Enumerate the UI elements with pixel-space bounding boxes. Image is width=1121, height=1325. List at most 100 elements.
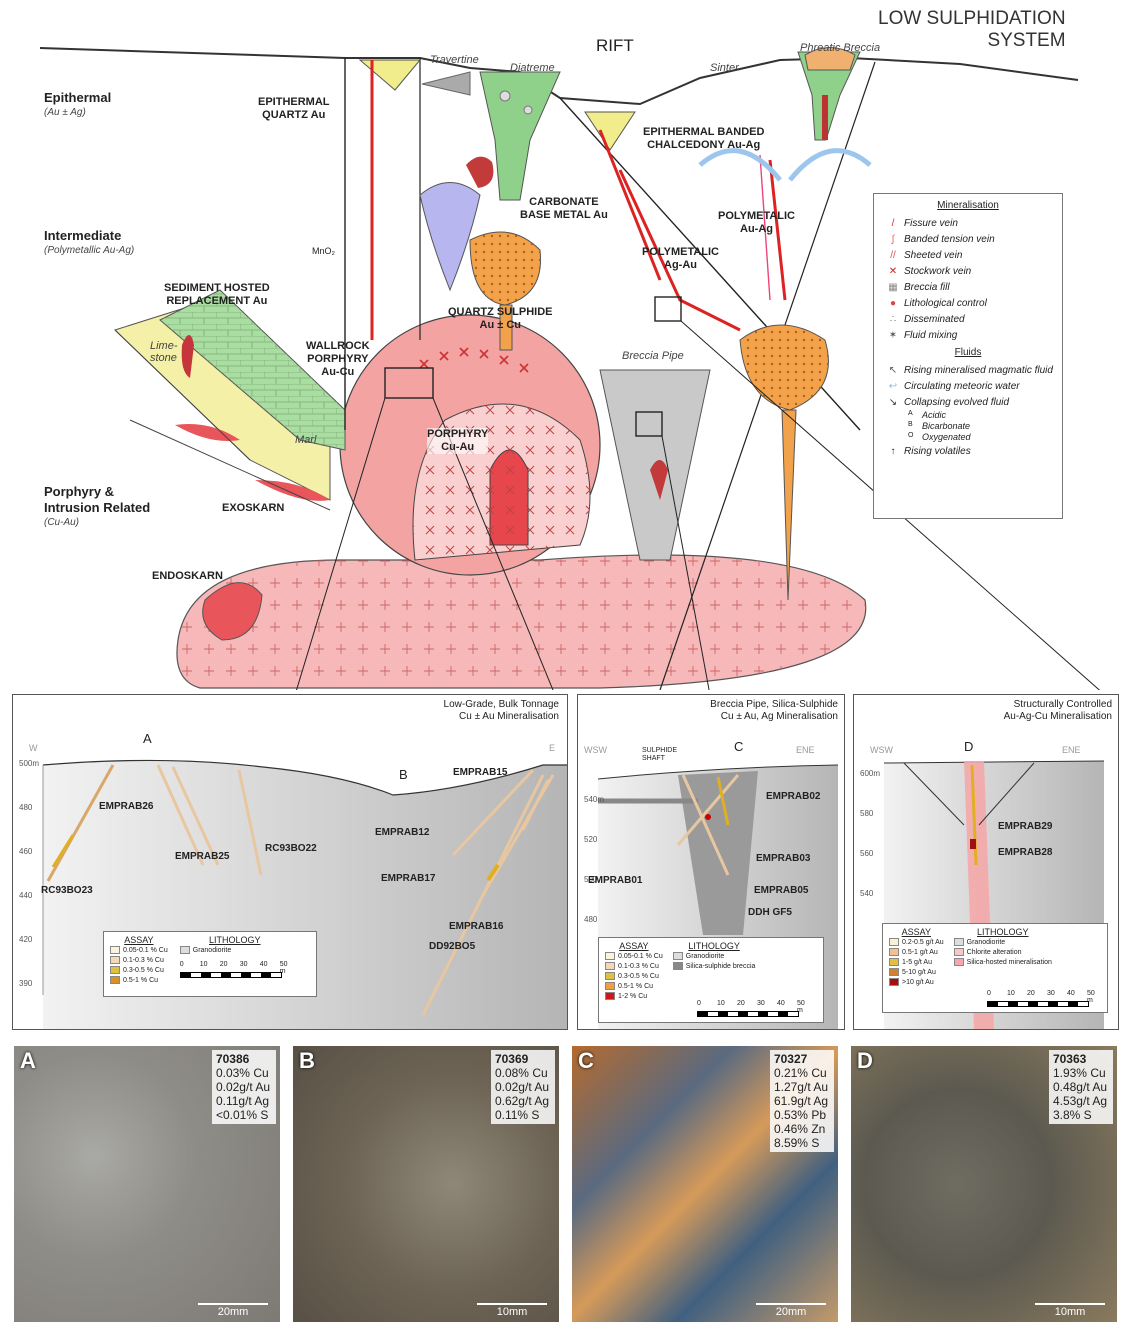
drillhole-label: EMPRAB17 [381, 873, 435, 884]
deposit-porphyry-cuau: PORPHYRY Cu-Au [427, 428, 488, 454]
section3-litho-list: GranodioriteChlorite alterationSilica-ho… [954, 937, 1052, 967]
legend-mineralisation-item: ∴Disseminated [882, 311, 1054, 327]
legend-swatch-label: 0.3-0.5 % Cu [618, 973, 659, 980]
legend-swatch-item: 0.05-0.1 % Cu [605, 951, 663, 961]
legend-collapsing-label: Bicarbonate [922, 421, 970, 432]
deposit-carbonate-1: CARBONATE [520, 196, 608, 209]
section3-legend: ASSAY 0.2-0.5 g/t Au0.5-1 g/t Au1-5 g/t … [882, 923, 1108, 1013]
zone-porphyry-title1: Porphyry & [44, 484, 114, 499]
photo-assay-value: 0.11g/t Ag [216, 1094, 270, 1108]
drillhole-label: EMPRAB03 [756, 853, 810, 864]
drillhole-label: EMPRAB01 [588, 875, 642, 886]
photo-scale-bar: 10mm [1035, 1303, 1105, 1318]
deposit-wallrock-2: PORPHYRY [306, 353, 370, 366]
scale-bar [697, 1011, 799, 1017]
photo-assay-value: 8.59% S [774, 1136, 828, 1150]
scale-tick-label: 20 [737, 1000, 745, 1007]
section2-e: ENE [796, 745, 815, 755]
depth-tick-label: 390 [19, 979, 32, 988]
photo-sample-id: 70369 [495, 1052, 549, 1066]
legend-collapsing-label: Oxygenated [922, 432, 971, 443]
section1-litho-title: LITHOLOGY [180, 935, 290, 945]
legend-swatch-item: 0.05-0.1 % Cu [110, 945, 168, 955]
depth-tick-label: 580 [860, 809, 873, 818]
photo-scale-label: 20mm [756, 1306, 826, 1318]
legend-swatch [673, 952, 683, 960]
drillhole-label: RC93BO22 [265, 843, 317, 854]
section2-title-2: Cu ± Au, Ag Mineralisation [710, 711, 838, 723]
photo-scale-label: 20mm [198, 1306, 268, 1318]
section2-litho-title: LITHOLOGY [673, 941, 756, 951]
photo-assay-value: 0.46% Zn [774, 1122, 828, 1136]
legend-mineralisation-label: Banded tension vein [904, 234, 995, 245]
collapsing-letter: B [908, 421, 922, 432]
section3-title: Structurally Controlled Au-Ag-Cu Mineral… [1004, 699, 1112, 723]
scale-bar [180, 972, 282, 978]
legend-swatch-item: 0.2-0.5 g/t Au [889, 937, 944, 947]
label-mno2: MnO₂ [312, 246, 335, 256]
legend-swatch [110, 946, 120, 954]
mineralisation-symbol-icon: ✕ [882, 266, 904, 277]
label-phreatic-breccia: Phreatic Breccia [800, 42, 880, 54]
deposit-epithermal-quartz-2: QUARTZ Au [258, 109, 330, 122]
legend-mineralisation-item: ✕Stockwork vein [882, 263, 1054, 279]
drillhole-label: EMPRAB12 [375, 827, 429, 838]
label-sinter: Sinter [710, 62, 739, 74]
collapsing-letter: A [908, 410, 922, 421]
drillhole-label: DDH GF5 [748, 907, 792, 918]
deposit-porphyry-cuau-1: PORPHYRY [427, 428, 488, 441]
section1-title: Low-Grade, Bulk Tonnage Cu ± Au Minerali… [444, 699, 559, 723]
photo-assay-value: <0.01% S [216, 1108, 270, 1122]
section1-title-1: Low-Grade, Bulk Tonnage [444, 699, 559, 711]
deposit-polymetallic-auag-1: POLYMETALIC [718, 210, 795, 223]
section2-shaft-2: SHAFT [642, 755, 677, 763]
legend-fluid-item: ↖Rising mineralised magmatic fluid [882, 362, 1054, 378]
legend-swatch-item: Silica-hosted mineralisation [954, 957, 1052, 967]
legend-swatch [954, 958, 964, 966]
legend-swatch-label: 0.1-0.3 % Cu [618, 963, 659, 970]
label-marl: Marl [295, 434, 316, 446]
collapsing-letter: O [908, 432, 922, 443]
photo-assay-value: 3.8% S [1053, 1108, 1107, 1122]
deposit-polymetallic-agau: POLYMETALIC Ag-Au [642, 246, 719, 272]
section2-litho-list: GranodioriteSilica-sulphide breccia [673, 951, 756, 971]
drillhole-label: EMPRAB05 [754, 885, 808, 896]
scale-tick-label: 40 [260, 961, 268, 968]
zone-epithermal-title: Epithermal [44, 90, 111, 105]
drillhole-label: EMPRAB16 [449, 921, 503, 932]
scale-tick-label: 0 [180, 961, 184, 968]
photo-scale-line [1035, 1303, 1105, 1305]
photo-assay-value: 0.02g/t Au [216, 1080, 270, 1094]
fluid-arrow-icon: ↖ [882, 365, 904, 376]
legend-fluid-label: Circulating meteoric water [904, 381, 1020, 392]
scale-tick-label: 30 [240, 961, 248, 968]
legend-swatch-item: Chlorite alteration [954, 947, 1052, 957]
deposit-polymetallic-auag: POLYMETALIC Au-Ag [718, 210, 795, 236]
legend-swatch-label: Chlorite alteration [967, 949, 1022, 956]
rift-label: RIFT [596, 36, 634, 56]
depth-tick-label: 600m [860, 769, 880, 778]
drillhole-label: EMPRAB26 [99, 801, 153, 812]
mineralisation-symbol-icon: ∴ [882, 314, 904, 325]
fluid-arrow-icon: ↩ [882, 381, 904, 392]
section2-marker-c: C [734, 739, 743, 754]
scale-tick-label: 10 [200, 961, 208, 968]
legend-swatch-item: 1-2 % Cu [605, 991, 663, 1001]
legend-swatch-label: 0.05-0.1 % Cu [123, 947, 168, 954]
legend-swatch-item: Granodiorite [673, 951, 756, 961]
photo-assay-value: 0.02g/t Au [495, 1080, 549, 1094]
scale-tick-label: 0 [697, 1000, 701, 1007]
deposit-endoskarn: ENDOSKARN [152, 570, 223, 582]
scale-bar [987, 1001, 1089, 1007]
depth-tick-label: 440 [19, 891, 32, 900]
section1-w: W [29, 743, 38, 753]
mineralisation-symbol-icon: ● [882, 298, 904, 309]
legend-swatch-item: 0.1-0.3 % Cu [605, 961, 663, 971]
legend-swatch-label: Granodiorite [193, 947, 232, 954]
legend-swatch-label: 0.3-0.5 % Cu [123, 967, 164, 974]
depth-tick-label: 540 [860, 889, 873, 898]
